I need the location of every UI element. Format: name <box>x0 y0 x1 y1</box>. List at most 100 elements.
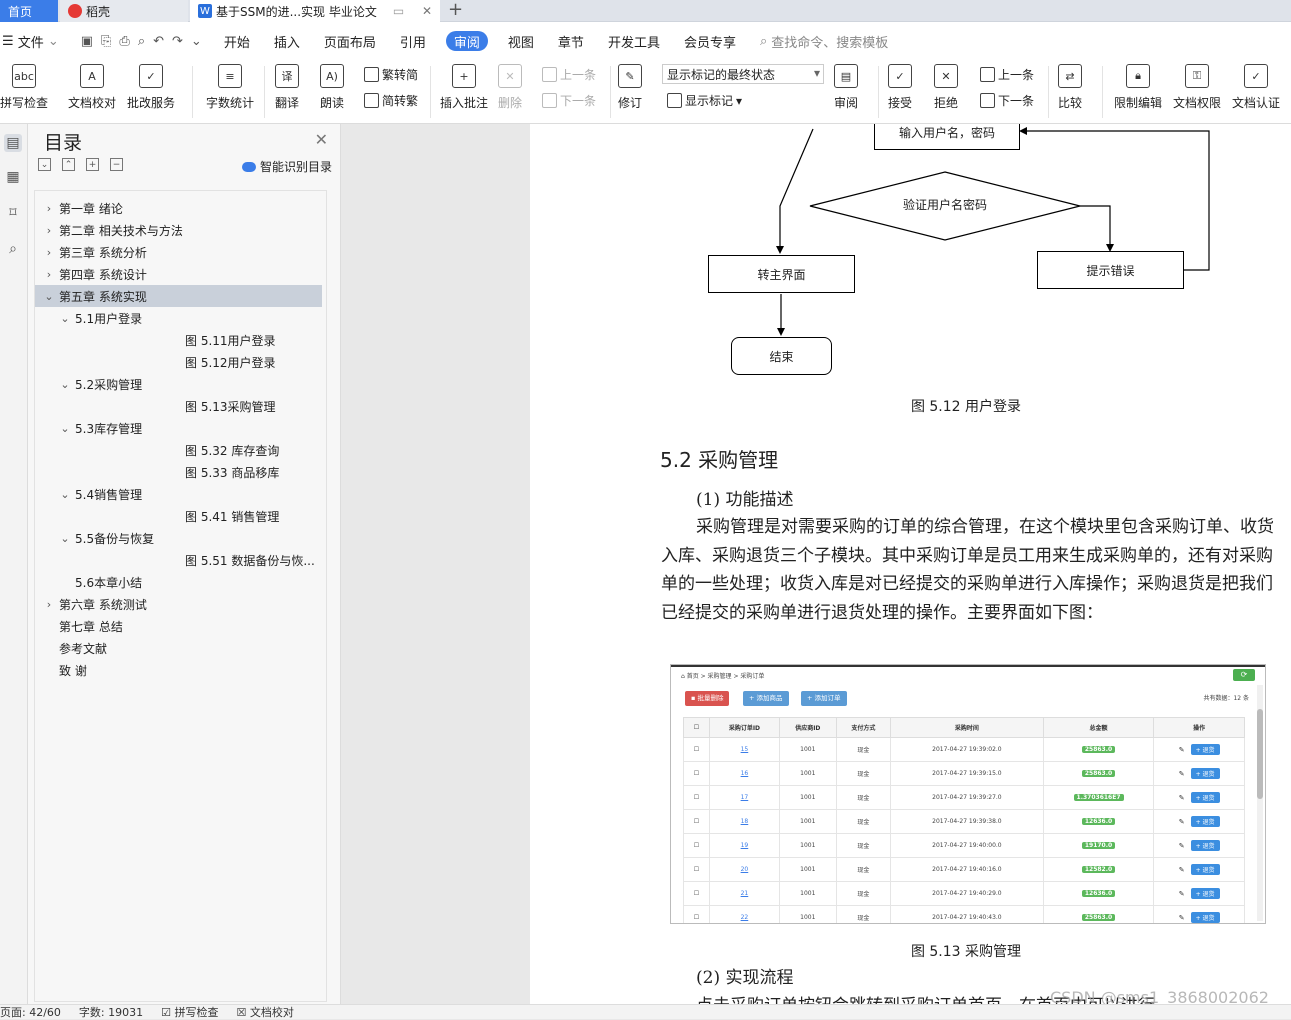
screen-icon[interactable]: ▭ <box>392 4 405 18</box>
delete-comment-button[interactable]: ✕删除 <box>498 64 522 111</box>
toc-item[interactable]: ⌄5.2采购管理 <box>35 373 322 395</box>
expand-all-icon[interactable]: ⌄ <box>38 158 51 171</box>
toc-pane-icon[interactable]: ▤ <box>4 134 22 152</box>
chevron-right-icon[interactable]: › <box>46 245 52 259</box>
actions-cell: ✎+ 退货 <box>1153 905 1245 923</box>
simp-to-trad-button[interactable]: 简转繁 <box>364 92 418 109</box>
more-icon[interactable]: ⌄ <box>190 33 202 49</box>
chevron-down-icon[interactable]: ⌄ <box>60 377 70 391</box>
show-marks-button[interactable]: 显示标记▾ <box>667 92 742 109</box>
paragraph-flow: 点击采购订单按钮会跳转到采购订单首页，在首页中可以进行 <box>696 992 1155 1004</box>
next-comment-button[interactable]: 下一条 <box>542 92 596 109</box>
purchase-time-cell: 2017-04-27 19:39:38.0 <box>889 809 1044 834</box>
redo-icon[interactable]: ↷ <box>172 33 183 49</box>
chevron-down-icon[interactable]: ⌄ <box>44 289 54 303</box>
remove-heading-icon[interactable]: − <box>110 158 123 171</box>
chevron-right-icon[interactable]: › <box>46 597 52 611</box>
chevron-down-icon[interactable]: ⌄ <box>60 421 70 435</box>
toc-item[interactable]: ›第六章 系统测试 <box>35 593 322 615</box>
close-icon[interactable]: ✕ <box>314 130 328 149</box>
preview-icon[interactable]: ⌕ <box>137 33 146 49</box>
toc-item[interactable]: 图 5.11用户登录 <box>35 329 322 351</box>
toc-item[interactable]: 图 5.33 商品移库 <box>35 461 322 483</box>
tab-home[interactable]: 首页 <box>0 0 58 22</box>
toc-item[interactable]: 图 5.13采购管理 <box>35 395 322 417</box>
markup-state-select[interactable]: 显示标记的最终状态 <box>662 64 824 84</box>
chevron-right-icon[interactable]: › <box>46 267 52 281</box>
chevron-right-icon[interactable]: › <box>46 223 52 237</box>
trad-to-simp-button[interactable]: 繁转简 <box>364 66 418 83</box>
menu-chapter[interactable]: 章节 <box>557 35 584 51</box>
menu-insert[interactable]: 插入 <box>273 35 300 51</box>
toc-item[interactable]: 第七章 总结 <box>35 615 322 637</box>
word-count-indicator[interactable]: 字数: 19031 <box>78 1006 144 1019</box>
reject-button[interactable]: ✕拒绝 <box>934 64 958 111</box>
return-button: + 退货 <box>1190 840 1220 851</box>
toc-item[interactable]: 致 谢 <box>35 659 322 681</box>
export-icon[interactable]: ⎘ <box>101 33 112 49</box>
menu-devtools[interactable]: 开发工具 <box>607 35 660 51</box>
toc-item[interactable]: 图 5.41 销售管理 <box>35 505 322 527</box>
toc-item[interactable]: ⌄5.4销售管理 <box>35 483 322 505</box>
print-icon[interactable]: ⎙ <box>119 33 130 49</box>
menu-reference[interactable]: 引用 <box>399 35 426 51</box>
revise-button[interactable]: ✎修订 <box>618 64 642 111</box>
prev-change-button[interactable]: 上一条 <box>980 66 1034 83</box>
proof-status[interactable]: ☒ 文档校对 <box>236 1004 293 1020</box>
page-indicator[interactable]: 页面: 42/60 <box>0 1006 61 1019</box>
close-tab-icon[interactable]: ✕ <box>421 4 432 18</box>
spell-check-status[interactable]: ☑ 拼写检查 <box>161 1004 218 1020</box>
toc-item[interactable]: 参考文献 <box>35 637 322 659</box>
chapter-nav-icon[interactable]: ▦ <box>6 169 20 185</box>
tab-daoke[interactable]: 稻壳 <box>60 0 188 22</box>
search-icon[interactable]: ⌕ <box>9 241 17 257</box>
prev-comment-button[interactable]: 上一条 <box>542 66 596 83</box>
review-button[interactable]: ▤审阅 <box>834 64 858 111</box>
undo-icon[interactable]: ↶ <box>153 33 165 49</box>
add-heading-icon[interactable]: + <box>86 158 99 171</box>
menu-view[interactable]: 视图 <box>507 35 534 51</box>
toc-item[interactable]: 图 5.51 数据备份与恢... <box>35 549 322 571</box>
chevron-down-icon[interactable]: ⌄ <box>60 531 70 545</box>
bookmark-icon[interactable]: ⌑ <box>9 205 17 221</box>
command-search[interactable]: ⌕查找命令、搜索模板 <box>748 22 900 60</box>
toc-item[interactable]: ⌄第五章 系统实现 <box>35 285 322 307</box>
chevron-right-icon[interactable]: › <box>46 201 52 215</box>
toc-item[interactable]: ›第一章 绪论 <box>35 197 322 219</box>
toc-item[interactable]: ›第三章 系统分析 <box>35 241 322 263</box>
toc-item[interactable]: ›第二章 相关技术与方法 <box>35 219 322 241</box>
toc-item[interactable]: ⌄5.1用户登录 <box>35 307 322 329</box>
toc-item[interactable]: ⌄5.3库存管理 <box>35 417 322 439</box>
compare-button[interactable]: ⇄比较 <box>1058 64 1082 111</box>
pay-method-cell: 现金 <box>835 857 891 882</box>
chevron-down-icon[interactable]: ⌄ <box>60 311 70 325</box>
menu-member[interactable]: 会员专享 <box>683 35 736 51</box>
toc-item[interactable]: ⌄5.5备份与恢复 <box>35 527 322 549</box>
read-aloud-button[interactable]: A)朗读 <box>320 64 344 111</box>
toc-item[interactable]: ›第四章 系统设计 <box>35 263 322 285</box>
word-count-button[interactable]: ≡字数统计 <box>206 64 254 111</box>
save-icon[interactable]: ▣ <box>80 33 94 49</box>
menu-start[interactable]: 开始 <box>223 35 250 51</box>
new-tab-button[interactable]: + <box>448 0 464 20</box>
batch-service-button[interactable]: ✓批改服务 <box>127 64 175 111</box>
toc-item[interactable]: 5.6本章小结 <box>35 571 322 593</box>
translate-button[interactable]: 译翻译 <box>275 64 299 111</box>
accept-button[interactable]: ✓接受 <box>888 64 912 111</box>
restrict-edit-button[interactable]: 🔒︎限制编辑 <box>1114 64 1162 111</box>
doc-certify-button[interactable]: ✓文档认证 <box>1232 64 1280 111</box>
doc-permission-button[interactable]: ⚿文档权限 <box>1173 64 1221 111</box>
menu-review[interactable]: 审阅 <box>445 31 488 51</box>
insert-comment-button[interactable]: +插入批注 <box>440 64 488 111</box>
collapse-all-icon[interactable]: ⌃ <box>62 158 75 171</box>
toc-item[interactable]: 图 5.12用户登录 <box>35 351 322 373</box>
file-menu[interactable]: ☰ 文件⌄ <box>0 22 71 60</box>
smart-toc-button[interactable]: 智能识别目录 <box>241 158 332 175</box>
next-change-button[interactable]: 下一条 <box>980 92 1034 109</box>
menu-layout[interactable]: 页面布局 <box>323 35 376 51</box>
chevron-down-icon[interactable]: ⌄ <box>60 487 70 501</box>
toc-item[interactable]: 图 5.32 库存查询 <box>35 439 322 461</box>
